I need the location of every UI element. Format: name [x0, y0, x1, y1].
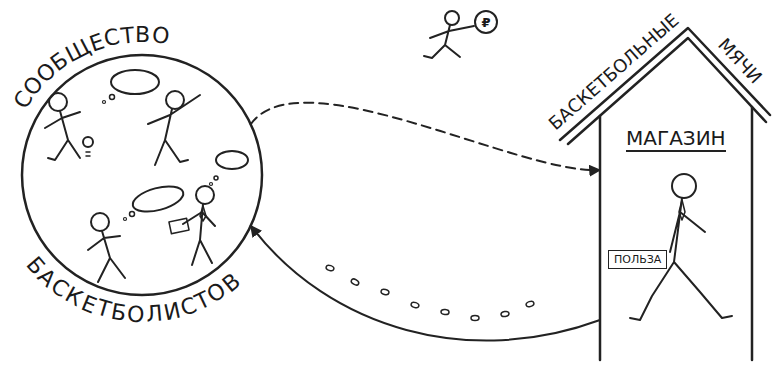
roof-label: МЯЧИ: [715, 35, 765, 87]
bubble-dot: [214, 176, 218, 180]
circle-heading: СООБЩЕСТВО: [10, 24, 170, 113]
box-text: ПОЛЬЗА: [614, 253, 661, 266]
coin: [475, 11, 497, 33]
player-figure: [88, 213, 125, 282]
wall-post: [599, 116, 602, 360]
bubble-dot: [210, 183, 213, 186]
shop-house: БАСКЕТБОЛЬНЫЕ МЯЧИ МАГАЗИН ПОЛЬЗА: [548, 10, 776, 362]
player-figure: [148, 91, 200, 165]
arc-letter: Т: [120, 24, 136, 47]
player-figure: [45, 93, 93, 160]
bubble: [111, 70, 159, 94]
dashed-flow-arrow: [251, 103, 600, 170]
speech-bubble: [103, 70, 160, 104]
figure-body: [88, 231, 125, 282]
ball-bounce: [86, 152, 90, 156]
community-circle: СООБЩЕСТВОБАСКЕТБОЛИСТОВ: [20, 53, 264, 297]
arc-letter: С: [102, 26, 122, 51]
return-flow-arrow: [251, 226, 600, 341]
figure-head: [196, 186, 214, 204]
tie: [679, 200, 685, 220]
footprint: [471, 316, 479, 321]
footprint: [350, 278, 359, 286]
arc-letter: В: [135, 24, 150, 46]
shop-title: МАГАЗИН: [626, 128, 726, 152]
currency-sign: ₽: [482, 16, 491, 29]
figure-body: [45, 111, 80, 160]
tie: [200, 206, 206, 221]
arc-letter: О: [127, 303, 145, 326]
figure-head: [445, 11, 459, 25]
footprint: [525, 300, 534, 307]
bubble-dot: [124, 218, 127, 221]
footprint: [380, 289, 389, 296]
roof-label: БАСКЕТБОЛЬНЫЕ: [546, 11, 682, 134]
ball: [83, 137, 93, 147]
bubble-dot: [103, 101, 106, 104]
runner-figure: [424, 11, 497, 58]
wall-post: [751, 107, 754, 360]
figure-body: [148, 95, 200, 165]
arc-letter: О: [150, 24, 170, 48]
arc-letter: Л: [145, 303, 163, 326]
figure-head: [91, 213, 109, 231]
bubble: [216, 151, 248, 169]
circle-border: [22, 55, 262, 295]
figure-body: [424, 25, 474, 58]
arc-letter: Б: [109, 301, 128, 325]
value-box: ПОЛЬЗА: [608, 250, 667, 269]
bubble-dot: [130, 212, 135, 217]
figure-head: [672, 174, 696, 198]
circle-heading: БАСКЕТБОЛИСТОВ: [22, 253, 244, 326]
footprint: [501, 311, 510, 317]
circle-outline: [20, 53, 264, 297]
speech-bubble: [124, 182, 186, 221]
footprint: [410, 301, 419, 308]
shop-figure: [630, 174, 732, 320]
bubble-dot: [110, 95, 115, 100]
figure-body: [183, 204, 215, 265]
footprint: [325, 264, 334, 271]
footprint: [441, 309, 449, 315]
paper: [169, 218, 189, 233]
bubble: [130, 182, 186, 217]
